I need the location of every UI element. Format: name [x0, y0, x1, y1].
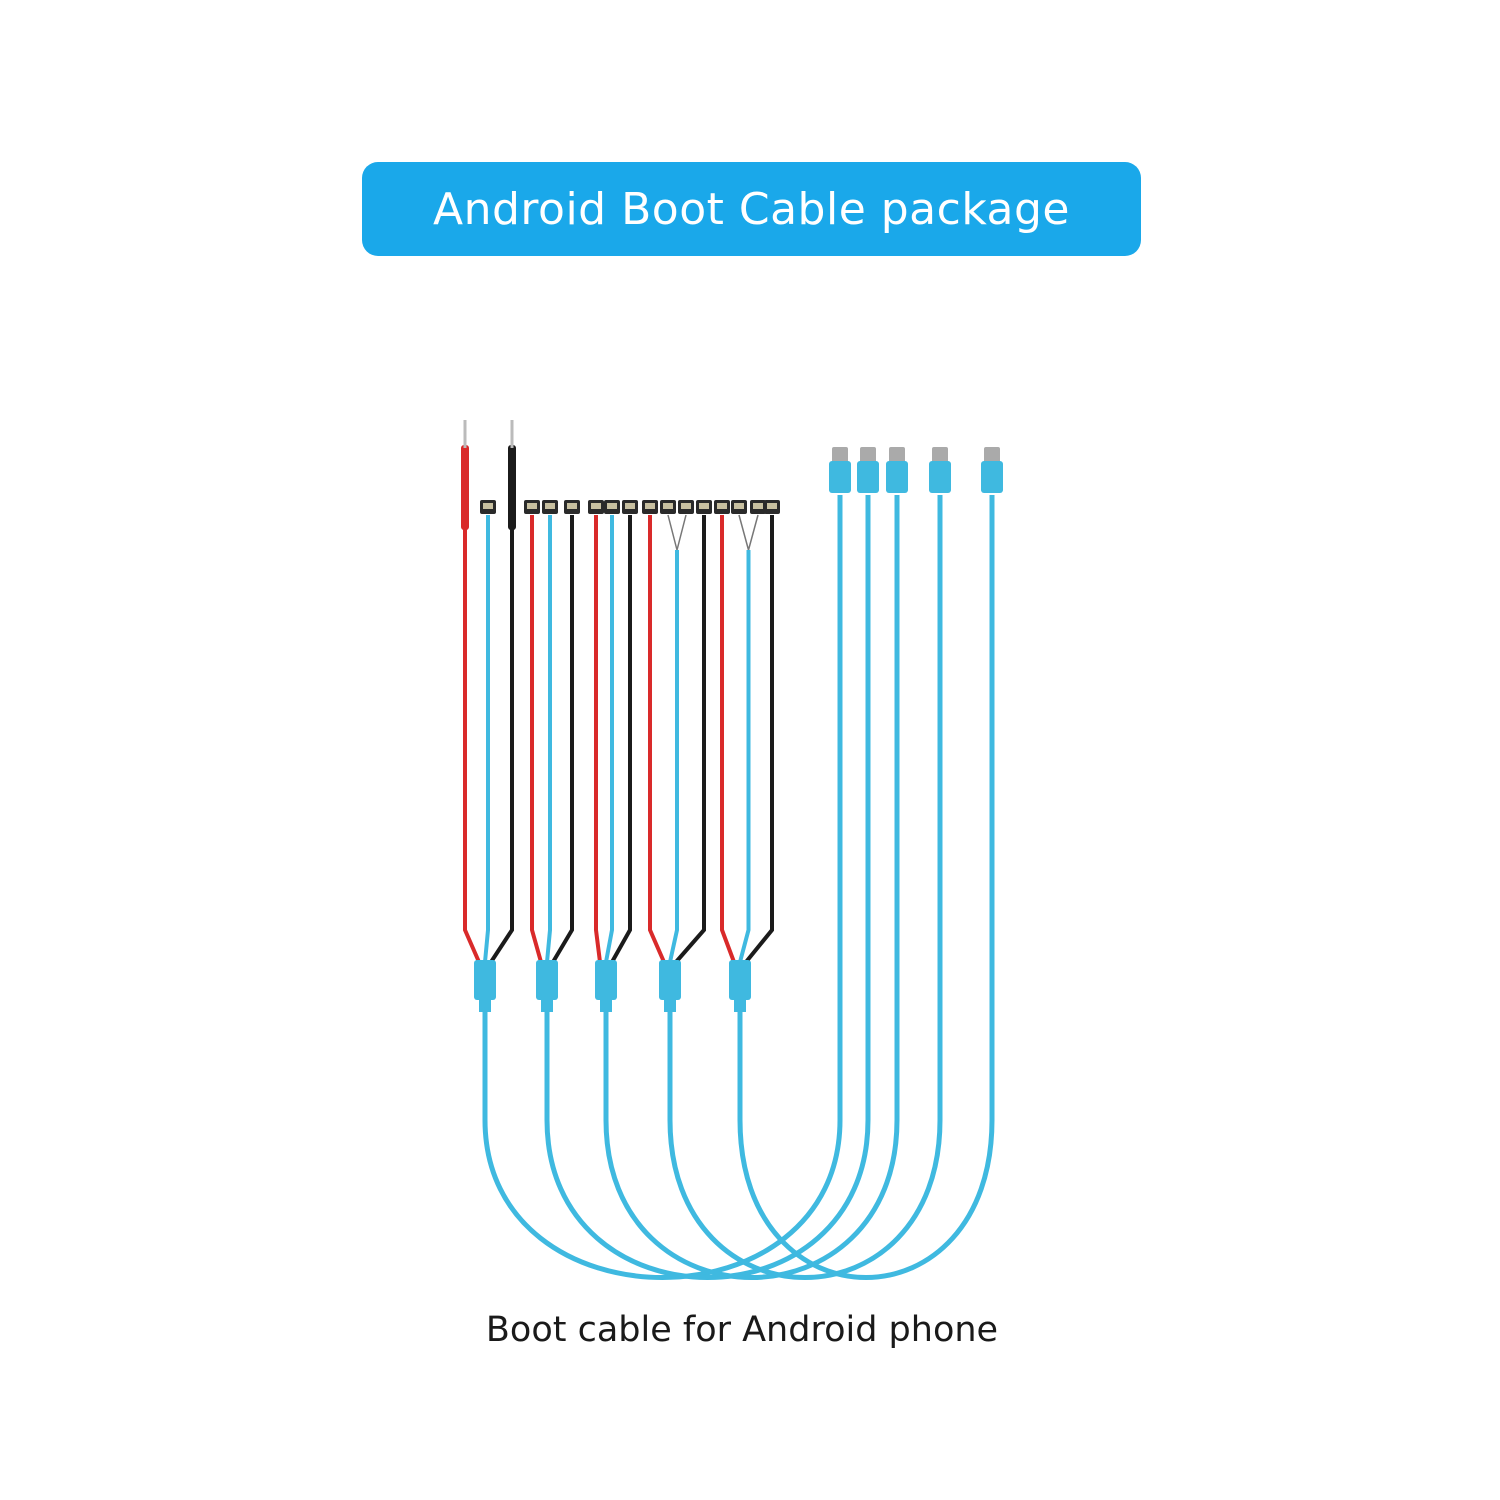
title-text: Android Boot Cable package [432, 183, 1070, 235]
clip-contact [717, 503, 727, 509]
black-wire [489, 515, 514, 964]
clip-contact [607, 503, 617, 509]
splitter-neck [600, 998, 612, 1012]
blue-cable [737, 495, 995, 1280]
usb-c-housing [857, 461, 879, 493]
black-wire [551, 515, 574, 964]
split-wire [667, 514, 687, 551]
blue-wire [738, 550, 751, 963]
clip-contact [663, 503, 673, 509]
probe-tip [463, 420, 467, 448]
black-wire [674, 515, 706, 964]
splitter-block [659, 960, 681, 1000]
clip-contact [767, 503, 777, 509]
red-probe-icon [461, 445, 469, 530]
splitter-neck [479, 998, 491, 1012]
clip-contact [483, 503, 493, 509]
blue-wire [483, 515, 490, 963]
red-wire [720, 515, 736, 963]
clip-contact [625, 503, 635, 509]
red-wire [463, 515, 481, 963]
clip-contact [681, 503, 691, 509]
usb-c-housing [981, 461, 1003, 493]
blue-cable [603, 495, 900, 1280]
red-wire [648, 515, 666, 963]
split-wire [738, 514, 759, 553]
blue-cable [544, 495, 871, 1280]
blue-wire [668, 550, 679, 963]
clip-contact [753, 503, 763, 509]
splitter-block [536, 960, 558, 1000]
usb-c-plug-icon [860, 447, 876, 463]
black-wire [610, 515, 632, 963]
splitter-block [595, 960, 617, 1000]
red-wire [530, 515, 543, 963]
red-wire [594, 515, 602, 963]
probe-tip [510, 420, 514, 448]
clip-contact [699, 503, 709, 509]
blue-cable [482, 495, 843, 1280]
title-banner: Android Boot Cable package [362, 162, 1141, 256]
clip-contact [545, 503, 555, 509]
splitter-neck [541, 998, 553, 1012]
clip-contact [734, 503, 744, 509]
splitter-neck [664, 998, 676, 1012]
usb-c-plug-icon [932, 447, 948, 463]
caption-text: Boot cable for Android phone [485, 1310, 999, 1350]
usb-c-housing [829, 461, 851, 493]
clip-contact [567, 503, 577, 509]
black-probe-icon [508, 445, 516, 530]
splitter-block [729, 960, 751, 1000]
usb-c-housing [929, 461, 951, 493]
blue-cable [667, 495, 943, 1280]
black-wire [744, 515, 774, 964]
usb-c-housing [886, 461, 908, 493]
clip-contact [591, 503, 601, 509]
usb-c-plug-icon [832, 447, 848, 463]
splitter-neck [734, 998, 746, 1012]
blue-wire [604, 515, 614, 963]
clip-contact [645, 503, 655, 509]
splitter-block [474, 960, 496, 1000]
blue-wire [545, 515, 552, 963]
usb-c-plug-icon [889, 447, 905, 463]
clip-contact [527, 503, 537, 509]
usb-c-plug-icon [984, 447, 1000, 463]
